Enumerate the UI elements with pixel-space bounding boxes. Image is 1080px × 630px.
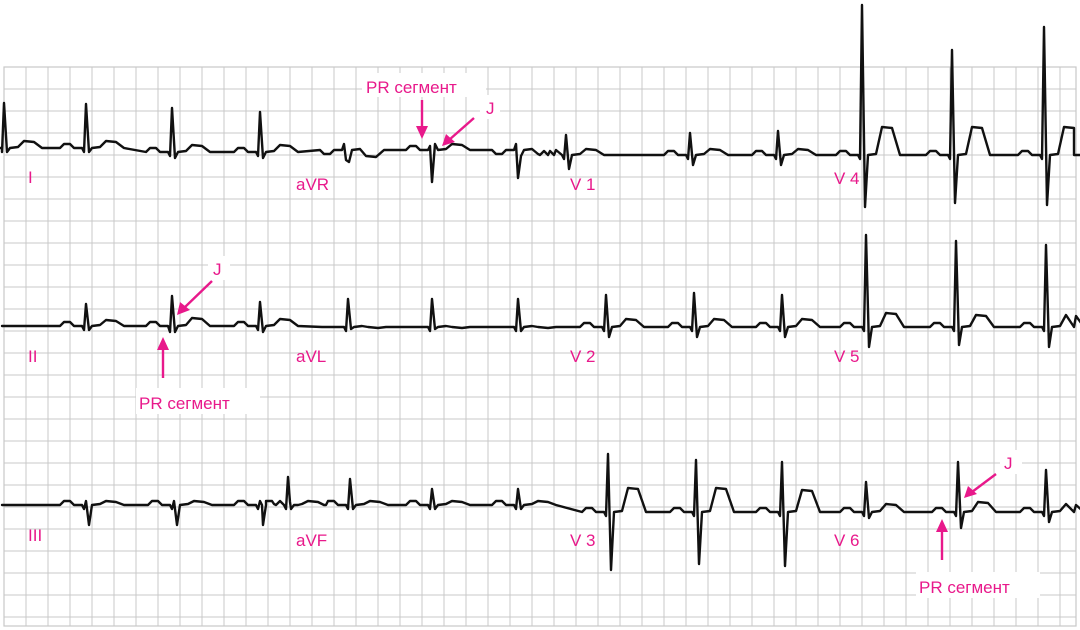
lead-label-I: I [28, 168, 33, 187]
pr-segment-label-top: PR сегмент [366, 78, 457, 97]
annotation-top: PR сегмент J [362, 73, 500, 146]
pr-segment-label-middle: PR сегмент [139, 394, 230, 413]
arrow-head [442, 134, 455, 146]
arrow-j-bottom [971, 473, 997, 493]
pr-segment-label-bottom: PR сегмент [919, 578, 1010, 597]
annotation-bg [362, 73, 486, 97]
lead-label-V5: V 5 [834, 347, 860, 366]
annotation-bg [916, 572, 1040, 598]
annotation-bg [1000, 450, 1022, 474]
arrow-j-top [448, 117, 475, 141]
arrow-head [936, 519, 948, 532]
lead-label-II: II [28, 347, 37, 366]
lead-label-aVR: aVR [296, 175, 329, 194]
lead-label-III: III [28, 526, 42, 545]
arrow-head [177, 302, 190, 315]
j-label-bottom: J [1004, 454, 1013, 473]
lead-label-V4: V 4 [834, 169, 860, 188]
lead-label-V1: V 1 [570, 175, 596, 194]
arrow-j-middle [183, 280, 213, 309]
annotation-middle: J PR сегмент [136, 256, 260, 414]
j-label-middle: J [213, 260, 222, 279]
lead-label-V6: V 6 [834, 531, 860, 550]
lead-label-V3: V 3 [570, 531, 596, 550]
annotation-bottom: J PR сегмент [916, 450, 1040, 598]
trace-row-2 [0, 233, 1080, 349]
arrow-head [964, 486, 977, 498]
lead-labels: I aVR V 1 V 4 II aVL V 2 V 5 III aVF V 3… [28, 168, 860, 550]
lead-label-V2: V 2 [570, 347, 596, 366]
annotation-bg [136, 388, 260, 414]
arrow-head [416, 126, 428, 139]
arrow-head [157, 337, 169, 350]
lead-label-aVF: aVF [296, 531, 327, 550]
grid-border [3, 66, 1077, 627]
ecg-grid [3, 66, 1077, 627]
ecg-traces [0, 3, 1080, 572]
annotation-bg [480, 95, 500, 119]
trace-row-1 [0, 3, 1080, 209]
trace-row-3 [0, 452, 1080, 572]
j-label-top: J [486, 99, 495, 118]
lead-label-aVL: aVL [296, 347, 326, 366]
annotation-bg [208, 256, 230, 280]
